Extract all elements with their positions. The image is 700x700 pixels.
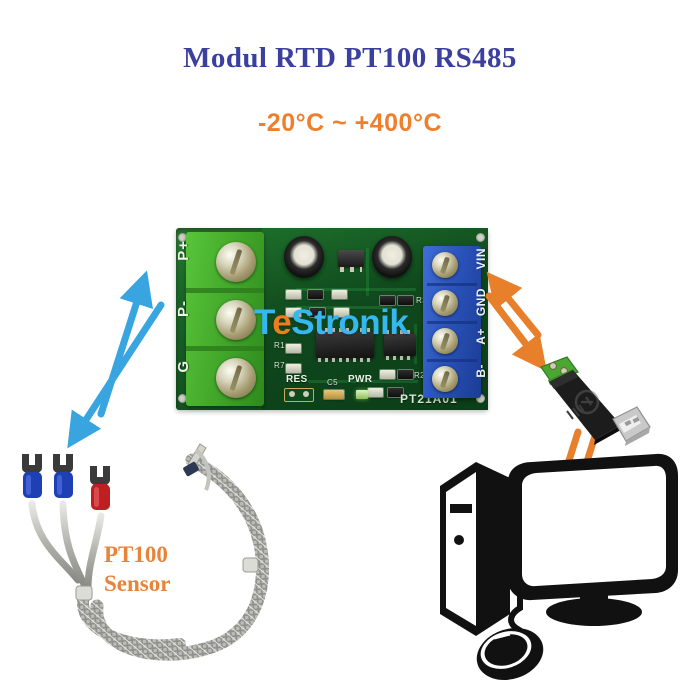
main-ic — [316, 328, 374, 362]
pcb-trace — [308, 380, 418, 383]
sensor-lead-wire — [84, 512, 105, 592]
resistor — [380, 370, 395, 379]
arrow-adapter-to-module — [485, 292, 547, 372]
terminal-divider — [186, 288, 264, 293]
sensor-label: PT100 Sensor — [104, 542, 171, 597]
resistor — [308, 290, 323, 299]
resistor — [388, 388, 403, 397]
sensor-lead-wire — [28, 500, 82, 584]
terminal-screw[interactable] — [216, 300, 256, 340]
mounting-hole — [476, 394, 485, 403]
page-title: Modul RTD PT100 RS485 — [183, 42, 517, 74]
usb-logo-icon — [574, 389, 600, 415]
mounting-hole — [476, 233, 485, 242]
terminal-screw[interactable] — [432, 252, 458, 278]
pcb-trace — [366, 248, 369, 296]
usb-rs485-adapter — [540, 356, 651, 446]
rs485-transceiver-ic — [384, 330, 416, 360]
pcb-board: P+ P- G — [175, 228, 488, 410]
cable-clip — [242, 557, 259, 573]
resistor — [368, 388, 383, 397]
terminal-label-p-minus: P- — [175, 300, 192, 317]
sensor-lead-wire — [59, 500, 88, 588]
pcb-trace — [296, 306, 392, 309]
resistor — [286, 308, 301, 317]
sensor-probe-tip — [183, 443, 211, 491]
watermark-tronik: tronik — [314, 303, 409, 342]
arrow-module-to-sensor — [67, 301, 165, 449]
watermark-t: T — [254, 303, 273, 342]
computer-monitor-icon — [508, 453, 678, 626]
computer-mouse-icon — [476, 591, 544, 680]
arrow-sensor-to-module — [97, 270, 153, 418]
resistor — [398, 370, 413, 379]
resistor — [380, 296, 395, 305]
silkscreen-r2: R2 — [414, 371, 425, 380]
terminal-label-p-plus: P+ — [175, 240, 192, 261]
pcb-trace — [296, 288, 416, 291]
spade-terminal-blue — [22, 454, 42, 498]
desktop-computer — [440, 453, 678, 680]
resistor — [286, 364, 301, 373]
silkscreen-r7: R7 — [274, 361, 285, 370]
power-led — [356, 390, 368, 399]
terminal-screw[interactable] — [216, 358, 256, 398]
pt100-sensor — [22, 443, 270, 661]
reset-pads[interactable] — [284, 388, 314, 402]
terminal-label-b-minus: B- — [474, 364, 488, 378]
terminal-divider — [427, 359, 477, 362]
electrolytic-capacitor — [372, 236, 412, 278]
cable-clip — [75, 585, 93, 601]
silkscreen-pwr: PWR — [348, 374, 373, 385]
resistor — [286, 290, 301, 299]
silkscreen-c5: C5 — [327, 378, 338, 387]
terminal-screw[interactable] — [432, 366, 458, 392]
silkscreen-r1: R1 — [274, 341, 285, 350]
sensor-braided-cable — [77, 584, 186, 652]
resistor — [332, 290, 347, 299]
capacitor-c5 — [324, 390, 344, 399]
watermark-at-icon: e — [272, 303, 292, 342]
terminal-screw[interactable] — [216, 242, 256, 282]
spade-terminal-blue — [53, 454, 73, 498]
terminal-label-vin: VIN — [474, 248, 488, 270]
resistor — [286, 344, 301, 353]
silkscreen-res: RES — [286, 374, 308, 385]
sensor-terminal-block[interactable] — [186, 232, 264, 406]
terminal-screw[interactable] — [432, 328, 458, 354]
electrolytic-capacitor — [284, 236, 324, 278]
adapter-vents — [566, 404, 586, 420]
terminal-divider — [427, 283, 477, 286]
transistor-sot23 — [338, 250, 364, 272]
resistor — [398, 296, 413, 305]
watermark-logo: TeStronik — [254, 303, 409, 343]
terminal-label-a-plus: A+ — [474, 328, 488, 345]
terminal-label-gnd: GND — [474, 288, 488, 317]
arrow-module-to-adapter — [486, 271, 542, 339]
terminal-screw[interactable] — [432, 290, 458, 316]
resistor — [334, 308, 349, 317]
usb-a-connector[interactable] — [612, 406, 651, 446]
silkscreen-r3: R3 — [416, 296, 427, 305]
rtd-module: P+ P- G — [175, 228, 488, 410]
terminal-label-g: G — [175, 360, 192, 373]
mounting-hole — [178, 233, 187, 242]
terminal-divider — [427, 321, 477, 324]
spade-terminal-red — [90, 466, 110, 510]
resistor — [310, 308, 325, 317]
temperature-range-label: -20°C ~ +400°C — [257, 109, 443, 137]
computer-tower-icon — [440, 462, 510, 636]
watermark-s: S — [291, 303, 315, 342]
power-rs485-terminal-block[interactable] — [423, 246, 481, 398]
mounting-hole — [178, 394, 187, 403]
terminal-divider — [186, 346, 264, 351]
